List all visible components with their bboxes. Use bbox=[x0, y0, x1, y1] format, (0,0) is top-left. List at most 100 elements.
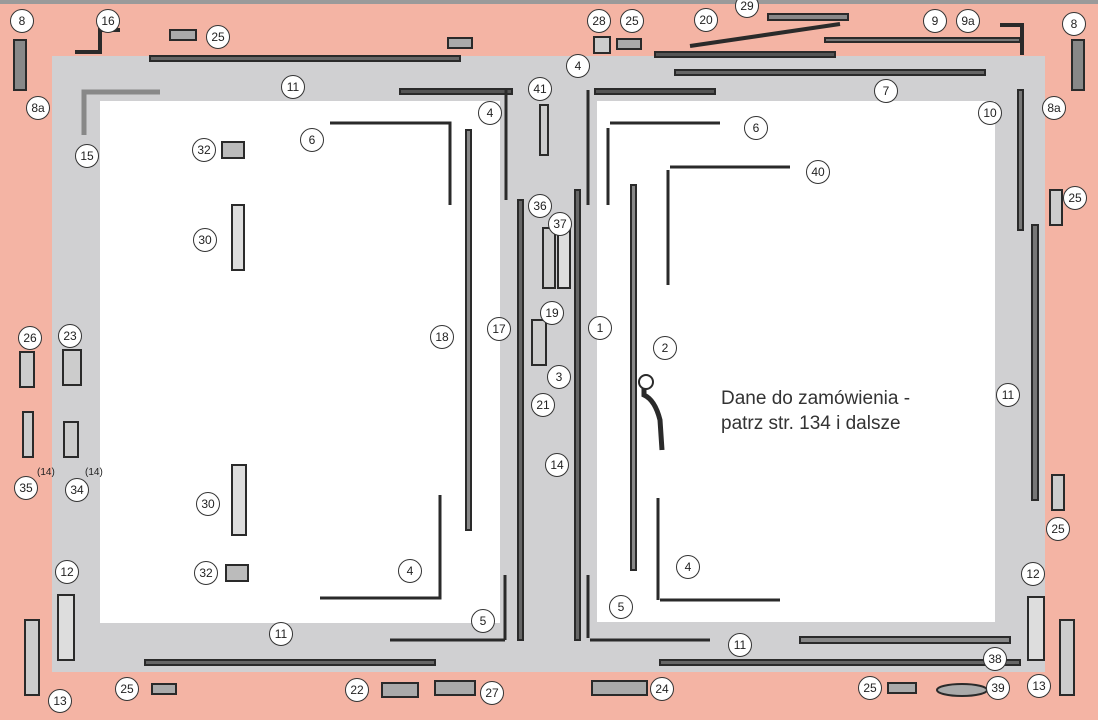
part-number-label: 37 bbox=[548, 212, 572, 236]
part-number-label: 17 bbox=[487, 317, 511, 341]
left-glass-pane bbox=[100, 101, 500, 623]
part-number-label: 12 bbox=[1021, 562, 1045, 586]
part-number-label: 2 bbox=[653, 336, 677, 360]
part-number-label: 3 bbox=[547, 365, 571, 389]
part-number-label: 8 bbox=[1062, 12, 1086, 36]
part-number-label: 32 bbox=[194, 561, 218, 585]
part-number-label: 11 bbox=[281, 75, 305, 99]
part-12-right bbox=[1027, 596, 1045, 661]
part-number-label: 29 bbox=[735, 0, 759, 18]
part-22 bbox=[381, 682, 419, 698]
rod-1 bbox=[574, 189, 581, 641]
part-number-label: 40 bbox=[806, 160, 830, 184]
part-number-label: 23 bbox=[58, 324, 82, 348]
part-number-label: 35 bbox=[14, 476, 38, 500]
part-number-label: 11 bbox=[728, 633, 752, 657]
subnote-left: (14) bbox=[37, 467, 55, 478]
part-number-label: 6 bbox=[300, 128, 324, 152]
part-number-label: 30 bbox=[193, 228, 217, 252]
part-19 bbox=[531, 319, 547, 366]
part-number-label: 8 bbox=[10, 9, 34, 33]
part-number-label: 39 bbox=[986, 676, 1010, 700]
part-number-label: 16 bbox=[96, 9, 120, 33]
part-number-label: 6 bbox=[744, 116, 768, 140]
order-note: Dane do zamówienia - patrz str. 134 i da… bbox=[721, 386, 910, 436]
part-32-bottom bbox=[225, 564, 249, 582]
right-glass-pane bbox=[597, 101, 995, 622]
part-number-label: 41 bbox=[528, 77, 552, 101]
bottom-bar-11-right bbox=[659, 659, 1021, 666]
part-27 bbox=[434, 680, 476, 696]
part-number-label: 4 bbox=[676, 555, 700, 579]
part-number-label: 8a bbox=[1042, 96, 1066, 120]
part-number-label: 19 bbox=[540, 301, 564, 325]
part-number-label: 13 bbox=[48, 689, 72, 713]
part-36 bbox=[557, 227, 571, 289]
part-number-label: 25 bbox=[1063, 186, 1087, 210]
rod-17 bbox=[517, 199, 524, 641]
part-number-label: 9a bbox=[956, 9, 980, 33]
part-number-label: 4 bbox=[398, 559, 422, 583]
part-number-label: 30 bbox=[196, 492, 220, 516]
window-handle bbox=[641, 380, 665, 451]
part-number-label: 7 bbox=[874, 79, 898, 103]
part-35 bbox=[22, 411, 34, 458]
part-number-label: 20 bbox=[694, 8, 718, 32]
part-number-label: 18 bbox=[430, 325, 454, 349]
part-30-top bbox=[231, 204, 245, 271]
part-number-label: 36 bbox=[528, 194, 552, 218]
part-number-label: 5 bbox=[609, 595, 633, 619]
corner-15 bbox=[81, 89, 160, 135]
part-number-label: 11 bbox=[269, 622, 293, 646]
subnote-right: (14) bbox=[85, 467, 103, 478]
part-39 bbox=[936, 683, 988, 697]
top-bar-9 bbox=[824, 37, 1021, 43]
part-number-label: 34 bbox=[65, 478, 89, 502]
part-32-top bbox=[221, 141, 245, 159]
part-number-label: 10 bbox=[978, 101, 1002, 125]
stay-arm-20 bbox=[689, 22, 841, 48]
rod-2 bbox=[630, 184, 637, 571]
part-number-label: 26 bbox=[18, 326, 42, 350]
part-number-label: 25 bbox=[115, 677, 139, 701]
part-number-label: 13 bbox=[1027, 674, 1051, 698]
hinge-8-right bbox=[1000, 23, 1024, 55]
part-number-label: 25 bbox=[206, 25, 230, 49]
top-bar-7 bbox=[674, 69, 986, 76]
hardware-parts bbox=[13, 13, 1085, 698]
part-number-label: 15 bbox=[75, 144, 99, 168]
part-number-label: 25 bbox=[620, 9, 644, 33]
rod-11-right bbox=[1031, 224, 1039, 501]
part-number-label: 25 bbox=[1046, 517, 1070, 541]
part-12-left bbox=[57, 594, 75, 661]
part-26 bbox=[19, 351, 35, 388]
bottom-bar-11-left bbox=[144, 659, 436, 666]
bar-38 bbox=[799, 636, 1011, 644]
part-number-label: 27 bbox=[480, 681, 504, 705]
part-number-label: 22 bbox=[345, 678, 369, 702]
part-23 bbox=[62, 349, 82, 386]
part-30-bottom bbox=[231, 464, 247, 536]
part-number-label: 28 bbox=[587, 9, 611, 33]
part-number-label: 24 bbox=[650, 677, 674, 701]
part-24 bbox=[591, 680, 648, 696]
part-number-label: 4 bbox=[478, 101, 502, 125]
part-34 bbox=[63, 421, 79, 458]
part-number-label: 11 bbox=[996, 383, 1020, 407]
part-number-label: 8a bbox=[26, 96, 50, 120]
part-number-label: 14 bbox=[545, 453, 569, 477]
rod-18 bbox=[465, 129, 472, 531]
order-note-line2: patrz str. 134 i dalsze bbox=[721, 413, 901, 434]
part-number-label: 32 bbox=[192, 138, 216, 162]
part-number-label: 21 bbox=[531, 393, 555, 417]
part-37 bbox=[542, 227, 556, 289]
part-number-label: 12 bbox=[55, 560, 79, 584]
part-number-label: 1 bbox=[588, 316, 612, 340]
part-number-label: 38 bbox=[983, 647, 1007, 671]
part-number-label: 9 bbox=[923, 9, 947, 33]
top-bar-11 bbox=[149, 55, 461, 62]
order-note-line1: Dane do zamówienia - bbox=[721, 388, 911, 409]
part-number-label: 5 bbox=[471, 609, 495, 633]
